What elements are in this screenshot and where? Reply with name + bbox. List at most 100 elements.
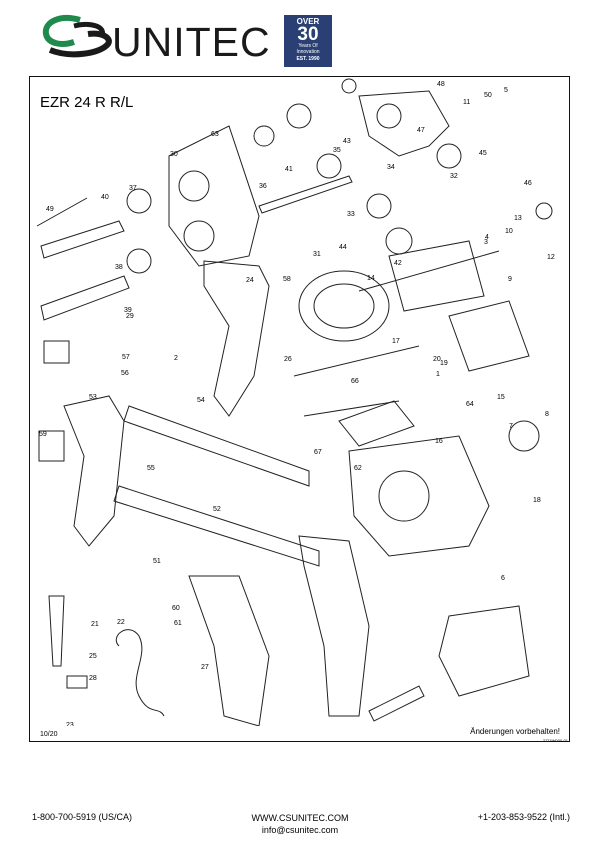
part-number-17: 17 — [392, 338, 400, 345]
part-number-44: 44 — [339, 244, 347, 251]
part-number-27: 27 — [201, 664, 209, 671]
part-number-24: 24 — [246, 277, 254, 284]
bearing-part — [253, 125, 275, 147]
part-number-47: 47 — [417, 127, 425, 134]
motor-housing-part — [348, 435, 490, 557]
spindle-part — [40, 275, 130, 321]
part-number-56: 56 — [121, 370, 129, 377]
gear-part — [385, 227, 413, 255]
switch-plate-part — [338, 400, 415, 447]
changes-notice: Änderungen vorbehalten! — [470, 727, 560, 736]
phone-intl[interactable]: +1-203-853-9522 (Intl.) — [477, 812, 570, 822]
part-number-23: 23 — [66, 722, 74, 726]
brand-name: UNITEC — [112, 19, 271, 65]
part-number-14: 14 — [367, 275, 375, 282]
handle-part — [298, 535, 370, 717]
part-number-28: 28 — [89, 675, 97, 682]
part-number-11: 11 — [463, 99, 470, 106]
part-number-8: 8 — [545, 411, 549, 418]
part-number-2: 2 — [174, 355, 178, 362]
cable-part — [116, 629, 165, 717]
armature-shaft — [358, 250, 500, 292]
part-number-38: 38 — [115, 264, 123, 271]
badge-over: OVER — [296, 17, 320, 26]
part-number-6: 6 — [501, 575, 505, 582]
parts-sheet — [29, 76, 570, 742]
part-number-45: 45 — [479, 150, 487, 157]
bearing-part — [341, 78, 357, 94]
part-number-34: 34 — [387, 164, 395, 171]
header: UNITEC OVER 30 Years Of Innovation EST. … — [0, 0, 600, 72]
stator-part — [448, 300, 530, 372]
part-number-63: 63 — [211, 131, 219, 138]
part-number-46: 46 — [524, 180, 532, 187]
part-number-22: 22 — [117, 619, 125, 626]
part-number-43: 43 — [343, 138, 351, 145]
gear-housing-part — [168, 125, 260, 267]
gear-cover-part — [358, 90, 450, 157]
end-cap-part — [438, 605, 530, 697]
left-handle-part — [63, 395, 125, 547]
gear-part — [436, 143, 462, 169]
part-number-21: 21 — [91, 621, 99, 628]
part-number-5: 5 — [504, 87, 508, 94]
cs-logo-icon — [42, 14, 112, 58]
part-number-40: 40 — [101, 194, 109, 201]
handle-part — [203, 260, 270, 417]
bearing-part — [126, 188, 152, 214]
grip-part — [188, 575, 270, 726]
bearing-part — [535, 202, 553, 220]
gear-part — [366, 193, 392, 219]
part-number-36: 36 — [259, 183, 267, 190]
part-number-12: 12 — [547, 254, 555, 261]
part-number-29: 29 — [126, 313, 134, 320]
tube-part — [48, 595, 65, 667]
part-number-25: 25 — [89, 653, 97, 660]
part-number-64: 64 — [466, 401, 474, 408]
rod-part — [36, 197, 88, 227]
part-number-62: 62 — [354, 465, 362, 472]
part-number-labels: 4855011633047433534464532131041233740493… — [39, 81, 555, 726]
phone-us[interactable]: 1-800-700-5919 (US/CA) — [32, 812, 133, 822]
badge-line1: Years Of — [298, 43, 318, 49]
part-number-41: 41 — [285, 166, 293, 173]
part-number-30: 30 — [170, 151, 178, 158]
part-number-50: 50 — [484, 92, 492, 99]
part-number-26: 26 — [284, 356, 292, 363]
revision-date: 10/20 — [40, 731, 58, 738]
cable-part — [293, 345, 420, 377]
part-number-35: 35 — [333, 147, 341, 154]
part-number-15: 15 — [497, 394, 505, 401]
document-code: 2774W000-01 — [542, 738, 568, 743]
part-number-39: 39 — [124, 307, 132, 314]
part-number-61: 61 — [174, 620, 182, 627]
badge-line2: Innovation — [296, 49, 320, 55]
part-number-52: 52 — [213, 506, 221, 513]
switch-part — [38, 430, 65, 462]
part-number-53: 53 — [89, 394, 97, 401]
part-number-19: 19 — [440, 360, 448, 367]
part-number-1: 1 — [436, 371, 440, 378]
part-number-49: 49 — [46, 206, 54, 213]
part-number-57: 57 — [122, 354, 130, 361]
part-number-60: 60 — [172, 605, 180, 612]
armature-part — [388, 240, 485, 312]
part-number-13: 13 — [514, 215, 522, 222]
email-link[interactable]: info@csunitec.com — [261, 825, 339, 835]
part-number-67: 67 — [314, 449, 322, 456]
part-number-51: 51 — [153, 558, 161, 565]
strain-relief-part — [66, 675, 88, 689]
part-number-48: 48 — [437, 81, 445, 88]
part-number-66: 66 — [351, 378, 359, 385]
part-number-59: 59 — [39, 431, 47, 438]
cable-part — [368, 685, 425, 722]
motor-housing-bore — [378, 470, 430, 522]
part-number-4: 4 — [485, 234, 489, 241]
website-link[interactable]: WWW.CSUNITEC.COM — [251, 813, 349, 823]
part-number-31: 31 — [313, 251, 321, 258]
part-number-18: 18 — [533, 497, 541, 504]
part-number-55: 55 — [147, 465, 155, 472]
contact-center: WWW.CSUNITEC.COM info@csunitec.com — [0, 812, 600, 836]
part-number-42: 42 — [394, 260, 402, 267]
part-number-9: 9 — [508, 276, 512, 283]
